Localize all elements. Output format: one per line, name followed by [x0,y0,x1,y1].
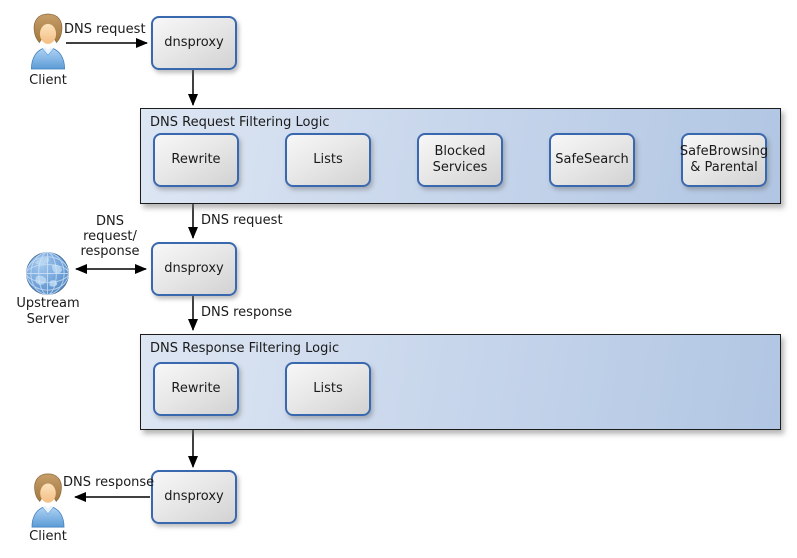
upstream-exchange-line1: DNS [96,214,124,229]
step-safebrowsing-parental-label: SafeBrowsing & Parental [679,144,769,175]
request-filter-title: DNS Request Filtering Logic [150,115,330,130]
step-lists-response: Lists [285,362,371,416]
client-bottom-label: Client [29,529,67,544]
client-top-label: Client [29,73,67,88]
step-safebrowsing-parental: SafeBrowsing & Parental [679,133,769,187]
dnsproxy-top-label: dnsproxy [164,35,224,51]
dnsproxy-node-top: dnsproxy [151,16,237,70]
step-rewrite-response: Rewrite [153,362,239,416]
user-icon [29,13,67,74]
step-rewrite-response-label: Rewrite [171,381,221,397]
response-filter-title: DNS Response Filtering Logic [150,341,340,356]
edge-label-dns-request-mid: DNS request [201,213,283,228]
upstream-exchange-line2: request/ [83,229,137,244]
dnsproxy-middle-label: dnsproxy [164,261,224,277]
edge-label-dns-response-mid: DNS response [201,305,293,320]
step-rewrite-request-label: Rewrite [171,152,221,168]
dnsproxy-node-bottom: dnsproxy [151,470,237,524]
edge-label-dns-request-top: DNS request [64,22,146,37]
step-lists-request: Lists [285,133,371,187]
step-blocked-services-label: Blocked Services [432,144,488,175]
step-safesearch-label: SafeSearch [555,152,629,168]
step-safesearch: SafeSearch [549,133,635,187]
globe-icon [25,251,70,300]
step-lists-response-label: Lists [313,381,343,397]
dnsproxy-node-middle: dnsproxy [151,242,237,296]
edge-label-dns-response-bottom: DNS response [63,475,155,490]
step-rewrite-request: Rewrite [153,133,239,187]
edge-label-upstream-exchange: DNS request/ response [75,214,145,259]
response-filter-group: DNS Response Filtering Logic [140,334,781,430]
dnsproxy-bottom-label: dnsproxy [164,489,224,505]
step-lists-request-label: Lists [313,152,343,168]
user-icon [29,473,67,532]
step-blocked-services: Blocked Services [417,133,503,187]
upstream-server-label: Upstream Server [16,296,80,328]
upstream-exchange-line3: response [80,244,140,259]
